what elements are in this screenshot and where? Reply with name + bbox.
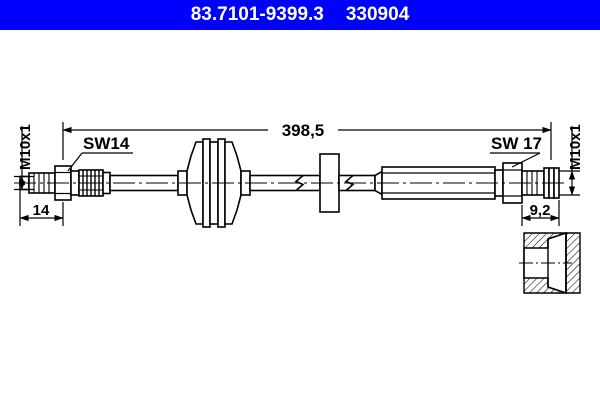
header-title-group: 83.7101-9399.3 330904 bbox=[0, 0, 600, 30]
right-length-value: 9,2 bbox=[530, 202, 551, 219]
left-thread-label: M10x1 bbox=[17, 124, 34, 170]
technical-drawing-canvas: 398,5 14 9,2 M10x1 M10 bbox=[14, 121, 584, 295]
dimension-right-length bbox=[521, 200, 560, 226]
left-length-value: 14 bbox=[33, 202, 50, 219]
section-detail-fitting bbox=[519, 231, 581, 295]
overall-length-value: 398,5 bbox=[282, 121, 325, 140]
dimension-overall-length bbox=[62, 122, 552, 160]
dimension-left-thread bbox=[14, 126, 34, 191]
right-wrench-label: SW 17 bbox=[491, 134, 542, 153]
dimension-right-thread bbox=[559, 126, 580, 196]
part-number-label: 83.7101-9399.3 bbox=[190, 4, 324, 25]
right-thread-label: M10x1 bbox=[567, 124, 584, 170]
left-wrench-label: SW14 bbox=[83, 134, 130, 153]
callout-right-wrench-leader bbox=[490, 152, 541, 168]
header-banner: 83.7101-9399.3 330904 bbox=[0, 0, 600, 30]
article-number-label: 330904 bbox=[345, 4, 410, 25]
callout-left-wrench-leader bbox=[67, 152, 133, 172]
dimension-left-length bbox=[19, 190, 64, 226]
